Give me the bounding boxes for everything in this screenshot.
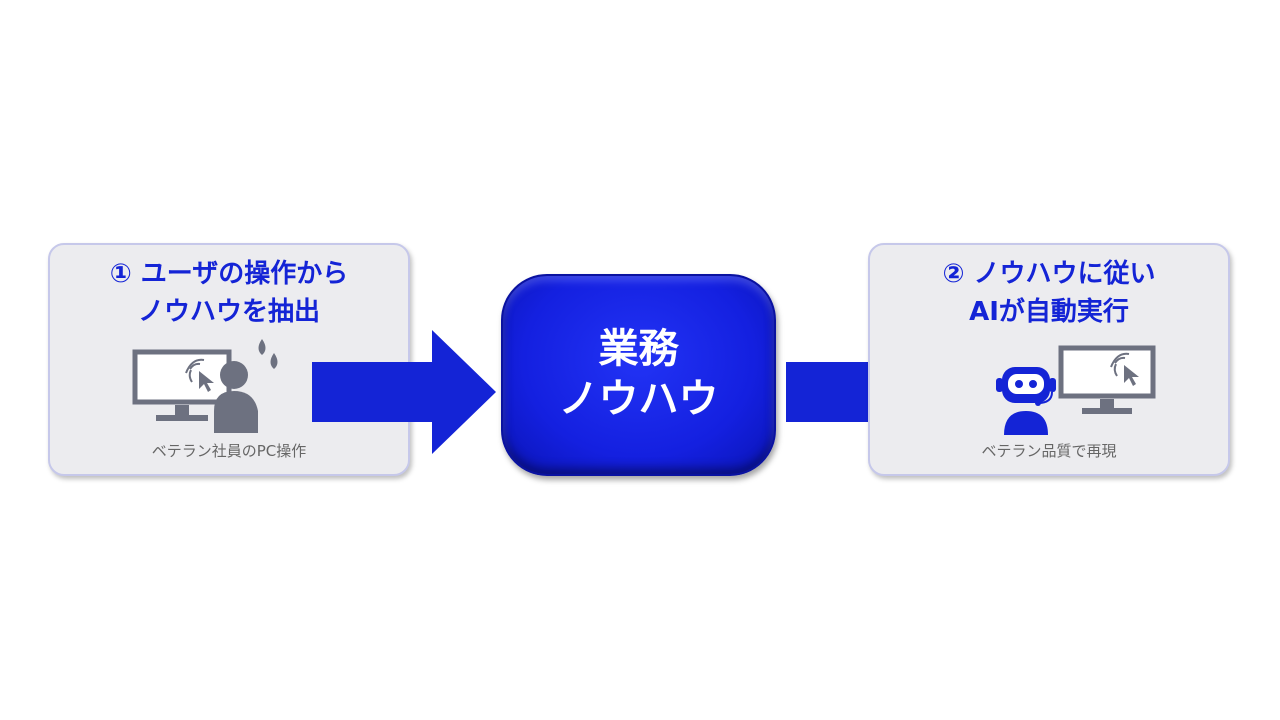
step1-caption: ベテラン社員のPC操作 (151, 442, 307, 460)
step2-title-line1: ② ノウハウに従い (942, 259, 1156, 289)
step1-title-line2: ノウハウを抽出 (137, 297, 320, 327)
step1-panel: ① ユーザの操作から ノウハウを抽出 ベテラン社員のPC操作 (48, 243, 410, 476)
worried-person-icon (214, 339, 278, 433)
step2-title-line2: AIが自動実行 (969, 297, 1129, 327)
business-knowhow-box: 業務 ノウハウ (501, 274, 776, 476)
robot-icon (996, 367, 1056, 435)
cursor-click-icon (185, 358, 214, 392)
step2-panel: ② ノウハウに従い AIが自動実行 ベテラン品質で再現 (868, 243, 1230, 476)
center-line2: ノウハウ (558, 376, 719, 422)
flow-arrow-left (312, 330, 496, 454)
cursor-click-icon (1110, 352, 1139, 386)
monitor-icon (1058, 345, 1156, 414)
step2-caption: ベテラン品質で再現 (981, 442, 1117, 460)
step1-title: ① ユーザの操作から ノウハウを抽出 (50, 255, 408, 331)
center-line1: 業務 (598, 326, 679, 372)
step2-title: ② ノウハウに従い AIが自動実行 (870, 255, 1228, 331)
step1-title-line1: ① ユーザの操作から (109, 259, 349, 289)
